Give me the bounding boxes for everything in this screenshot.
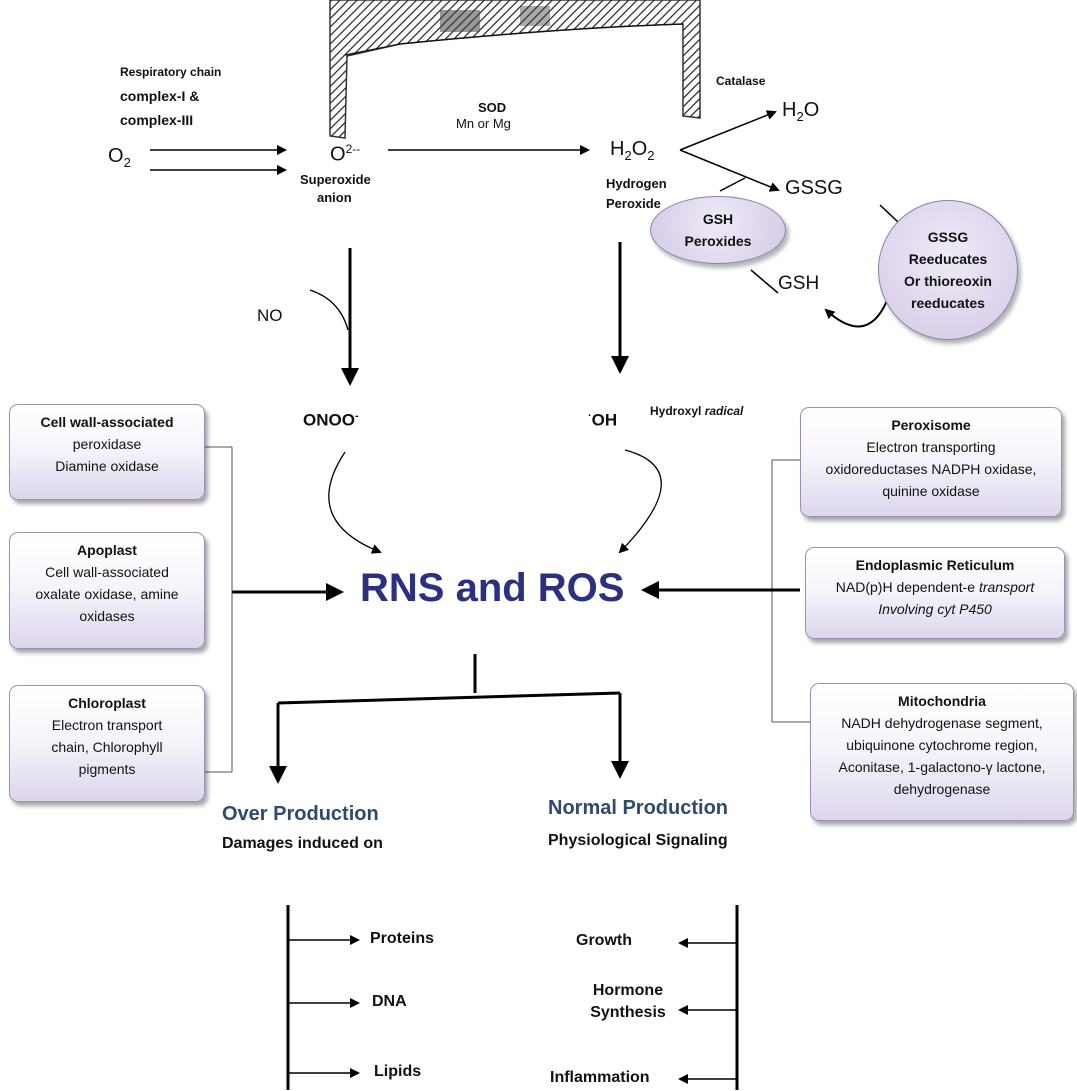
superoxide-molecule: O2-- <box>330 142 361 166</box>
peroxisome-box: Peroxisome Electron transporting oxidore… <box>800 407 1062 517</box>
sod-label: SOD <box>478 100 507 115</box>
complex-iii-label: complex-III <box>120 112 194 128</box>
o2-molecule: O2 <box>108 145 131 170</box>
superoxide-label-1: Superoxide <box>300 172 371 187</box>
over-production-subtitle: Damages induced on <box>222 835 383 852</box>
apoplast-box: Apoplast Cell wall-associated oxalate ox… <box>9 532 205 649</box>
damage-dna: DNA <box>372 993 407 1010</box>
hydroxyl-radical-symbol: ·OH <box>588 410 618 430</box>
damage-lipids: Lipids <box>374 1063 422 1080</box>
no-label: NO <box>257 306 283 325</box>
damage-proteins: Proteins <box>370 930 435 947</box>
cell-wall-box: Cell wall-associated peroxidase Diamine … <box>9 404 205 500</box>
over-production-title: Over Production <box>222 803 379 825</box>
chloroplast-box: Chloroplast Electron transport chain, Ch… <box>9 685 205 802</box>
hydroxyl-radical-label: Hydroxyl radical <box>650 404 744 418</box>
peroxide-label: Peroxide <box>606 196 661 211</box>
gsh-label: GSH <box>778 273 820 294</box>
membrane-ribbon <box>329 0 701 139</box>
sod-detail: Mn or Mg <box>456 116 511 131</box>
superoxide-label-2: anion <box>317 190 352 205</box>
gssg-label: GSSG <box>785 177 843 199</box>
signal-inflammation: Inflammation <box>550 1069 650 1086</box>
er-box: Endoplasmic Reticulum NAD(p)H dependent-… <box>805 547 1065 639</box>
signal-growth: Growth <box>576 932 632 949</box>
normal-production-subtitle: Physiological Signaling <box>548 832 728 849</box>
center-title: RNS and ROS <box>360 566 625 610</box>
respiratory-chain-label: Respiratory chain <box>120 65 222 79</box>
signal-hormone-synthesis: Hormone Synthesis <box>590 982 666 1021</box>
mitochondria-box: Mitochondria NADH dehydrogenase segment,… <box>810 683 1074 821</box>
onoo-label: ONOO- <box>303 410 359 430</box>
normal-production-title: Normal Production <box>548 797 729 819</box>
h2o-molecule: H2O <box>782 99 820 124</box>
complex-i-label: complex-I & <box>120 88 200 104</box>
h2o2-molecule: H2O2 <box>610 138 655 163</box>
hydrogen-label: Hydrogen <box>606 176 667 191</box>
catalase-label: Catalase <box>716 74 766 88</box>
